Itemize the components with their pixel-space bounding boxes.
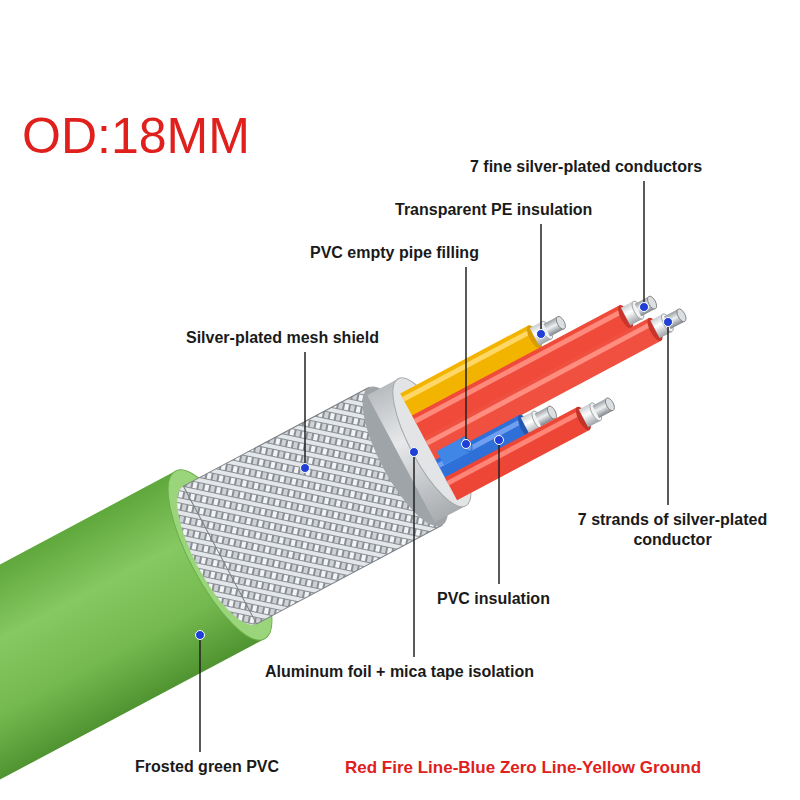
core-highlight [447,410,582,485]
part-label: Transparent PE insulation [395,200,592,220]
conductor-end [604,396,617,412]
leader-line [498,440,500,584]
part-label: PVC insulation [437,589,550,609]
conductor-end [675,307,688,323]
core-highlight [426,321,653,445]
leader-dot [537,330,546,339]
caption: Red Fire Line-Blue Zero Line-Yellow Grou… [345,758,701,778]
part-label: Frosted green PVC [135,757,279,777]
part-label: 7 fine silver-plated conductors [470,157,702,177]
leader-line [304,352,306,468]
leader-line [667,322,669,505]
leader-line [465,267,467,444]
conductor-end [555,315,568,331]
leader-lines [200,181,668,752]
leader-dot [664,318,673,327]
leader-line [540,224,542,334]
leader-line [199,635,201,752]
leader-line [643,181,645,307]
part-label: PVC empty pipe filling [310,243,479,263]
leader-dots [196,303,673,640]
heading: OD:18MM [22,108,250,164]
part-label: Aluminum foil + mica tape isolation [265,662,534,682]
leader-dot [196,631,205,640]
leader-dot [462,440,471,449]
filler-pipe [437,437,471,465]
leader-line [413,452,415,657]
part-label: 7 strands of silver-plated conductor [560,510,785,550]
filler-pipe-end [460,435,475,453]
leader-dot [410,448,419,457]
leader-dot [640,303,649,312]
leader-dot [301,464,310,473]
conductor-end [546,405,559,421]
part-label: Silver-plated mesh shield [186,328,379,348]
leader-dot [495,436,504,445]
